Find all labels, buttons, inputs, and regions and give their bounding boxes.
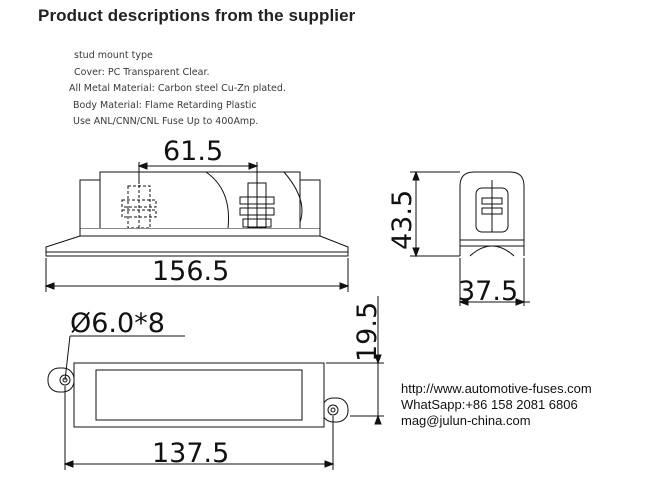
- dim-overall-length: 156.5: [152, 256, 229, 287]
- spec-metal-material: All Metal Material: Carbon steel Cu-Zn p…: [69, 83, 286, 94]
- page-title: Product descriptions from the supplier: [38, 6, 356, 25]
- left-stud-hidden: [121, 180, 157, 229]
- side-view: [410, 170, 530, 306]
- spec-fuse-use: Use ANL/CNN/CNL Fuse Up to 400Amp.: [73, 116, 259, 127]
- dim-width: 37.5: [458, 276, 518, 307]
- spec-mount-type: stud mount type: [74, 50, 153, 61]
- contact-whatsapp: WhatSapp:+86 158 2081 6806: [401, 397, 578, 412]
- front-view: [44, 162, 350, 292]
- contact-email: mag@julun-china.com: [401, 413, 531, 428]
- contact-block: http://www.automotive-fuses.com WhatSapp…: [401, 381, 592, 429]
- top-view: [47, 296, 384, 470]
- dim-height: 43.5: [387, 190, 418, 250]
- dim-hole-spec: Ø6.0*8: [70, 308, 165, 339]
- spec-cover: Cover: PC Transparent Clear.: [74, 66, 210, 78]
- spec-body-material: Body Material: Flame Retarding Plastic: [73, 99, 257, 111]
- dim-stud-spacing: 61.5: [163, 136, 223, 167]
- dim-hole-spacing: 137.5: [152, 438, 229, 469]
- spec-list: stud mount type Cover: PC Transparent Cl…: [64, 48, 286, 131]
- dim-base-height: 19.5: [352, 302, 383, 362]
- contact-website: http://www.automotive-fuses.com: [401, 381, 592, 396]
